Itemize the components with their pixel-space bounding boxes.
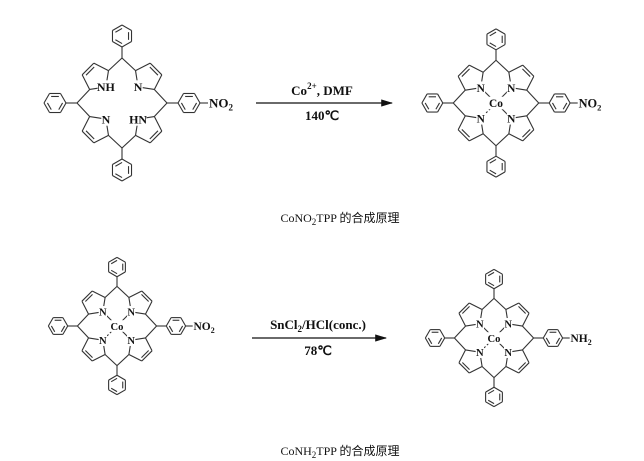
phenyl-ring	[486, 28, 506, 51]
nitrogen-label: N	[476, 348, 484, 359]
pyrrole-ring	[452, 102, 497, 147]
nitrogen-label: N	[127, 308, 135, 319]
nitrogen-label: N	[99, 308, 107, 319]
reaction-arrow-1: Co2+, DMF 140℃	[256, 81, 394, 123]
pyrrole-ring	[495, 102, 540, 147]
caption-2: CoNH2TPP 的合成原理	[280, 443, 399, 460]
nitrogen-label: N	[504, 320, 512, 331]
reagent-top-1: Co2+, DMF	[291, 81, 353, 98]
pyrrole-ring	[453, 297, 495, 339]
caption-1: CoNO2TPP 的合成原理	[280, 210, 399, 227]
nitrogen-label: N	[507, 113, 516, 125]
substituent-label: NO2	[209, 96, 234, 113]
pyrrole-ring	[76, 102, 123, 149]
nitrogen-label: N	[477, 83, 486, 95]
phenyl-ring	[111, 158, 133, 182]
reagent-bottom-2: 78℃	[304, 343, 332, 358]
aryl-ring	[542, 329, 564, 347]
pyrrole-ring	[116, 325, 158, 367]
phenyl-ring	[486, 155, 506, 178]
reagent-top-2: SnCl2/HCl(conc.)	[270, 317, 366, 334]
nitrogen-label: N	[507, 83, 516, 95]
aryl-ring	[177, 92, 201, 114]
phenyl-ring	[108, 256, 126, 278]
metal-label: Co	[488, 334, 501, 345]
substituent-label: NO2	[579, 96, 602, 112]
phenyl-ring	[47, 317, 69, 335]
substituent-label: NO2	[194, 321, 215, 335]
nitrogen-label: N	[476, 320, 484, 331]
nitrogen-label: HN	[129, 112, 147, 126]
pyrrole-ring	[452, 59, 497, 104]
phenyl-ring	[424, 329, 446, 347]
reagent-bottom-1: 140℃	[305, 108, 339, 123]
nitrogen-label: N	[504, 348, 512, 359]
phenyl-ring	[421, 93, 444, 113]
phenyl-ring	[485, 268, 503, 290]
aryl-ring	[165, 317, 187, 335]
nitrogen-label: N	[477, 113, 486, 125]
nitrogen-label: N	[102, 112, 111, 126]
reaction-arrow-2: SnCl2/HCl(conc.) 78℃	[252, 317, 388, 358]
nitrogen-label: N	[127, 336, 135, 347]
nitrogen-label: N	[99, 336, 107, 347]
phenyl-ring	[43, 92, 67, 114]
phenyl-ring	[111, 24, 133, 48]
metal-label: Co	[489, 98, 503, 110]
pyrrole-ring	[76, 325, 118, 367]
nitrogen-label: NH	[97, 80, 116, 94]
substituent-label: NH2	[571, 333, 592, 347]
metal-label: Co	[111, 322, 124, 333]
aryl-ring	[548, 93, 571, 113]
pyrrole-ring	[121, 57, 168, 104]
nitrogen-label: N	[134, 80, 143, 94]
phenyl-ring	[485, 386, 503, 408]
phenyl-ring	[108, 374, 126, 396]
